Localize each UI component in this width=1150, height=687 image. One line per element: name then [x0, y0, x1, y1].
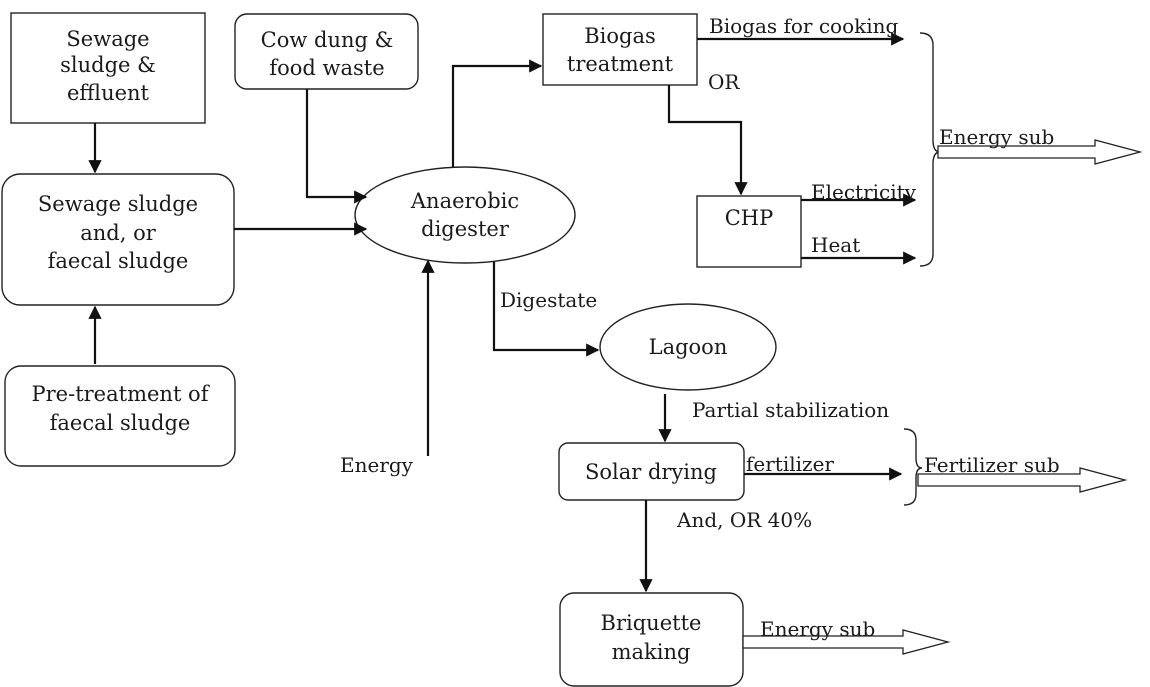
- arrow-digester-to-lagoon: [492, 262, 600, 357]
- briquette-line1: Briquette: [601, 611, 702, 635]
- energy-sub-bottom-label: Energy sub: [760, 617, 875, 641]
- energy-sub-top-label: Energy sub: [939, 125, 1054, 149]
- cow-dung-line2: food waste: [269, 56, 384, 80]
- sewage-sludge-effluent-box: Sewage sludge & effluent: [10, 12, 206, 124]
- pretreatment-line1: Pre-treatment of: [32, 382, 211, 406]
- lagoon-ellipse: Lagoon: [599, 303, 777, 391]
- energy-sub-output-arrow-bottom: [742, 629, 951, 655]
- arrow-biogas-treatment-to-chp: [667, 85, 748, 196]
- biogas-treatment-box: Biogas treatment: [542, 13, 698, 86]
- sewage-sludge-effluent-line2: sludge &: [60, 53, 156, 77]
- or-label: OR: [708, 70, 740, 94]
- solar-drying-label: Solar drying: [585, 460, 717, 484]
- sewage-faecal-line2: and, or: [80, 221, 156, 245]
- and-or-40-label: And, OR 40%: [676, 508, 812, 532]
- briquette-making-box: Briquette making: [559, 592, 744, 687]
- lagoon-label: Lagoon: [649, 335, 728, 359]
- fertilizer-label: fertilizer: [746, 452, 834, 476]
- chp-label: CHP: [725, 206, 774, 230]
- chp-box: CHP: [696, 195, 802, 268]
- fertilizer-sub-output-arrow: [917, 467, 1128, 493]
- anaerobic-line1: Anaerobic: [410, 189, 519, 213]
- arrow-digester-to-biogas-treatment: [451, 59, 543, 167]
- cow-dung-food-waste-box: Cow dung & food waste: [234, 13, 419, 90]
- energy-input-label: Energy: [340, 453, 414, 477]
- biogas-treatment-line1: Biogas: [584, 24, 656, 48]
- solar-drying-box: Solar drying: [558, 442, 745, 501]
- fertilizer-sub-label: Fertilizer sub: [924, 453, 1060, 477]
- biogas-treatment-line2: treatment: [567, 52, 674, 76]
- biogas-for-cooking-label: Biogas for cooking: [709, 14, 899, 38]
- sewage-sludge-effluent-line1: Sewage: [66, 27, 149, 51]
- cow-dung-line1: Cow dung &: [261, 28, 394, 52]
- sewage-faecal-line3: faecal sludge: [48, 249, 189, 273]
- pretreatment-faecal-sludge-box: Pre-treatment of faecal sludge: [4, 365, 236, 467]
- sewage-faecal-line1: Sewage sludge: [38, 192, 198, 216]
- fertilizer-brace: [903, 428, 923, 506]
- anaerobic-line2: digester: [421, 217, 510, 241]
- heat-label: Heat: [811, 233, 860, 257]
- digestate-label: Digestate: [500, 288, 597, 312]
- sewage-faecal-sludge-box: Sewage sludge and, or faecal sludge: [1, 173, 235, 306]
- arrow-cowdung-to-digester: [305, 89, 368, 204]
- electricity-label: Electricity: [811, 180, 917, 204]
- energy-sub-output-arrow-top: [937, 139, 1143, 165]
- sewage-sludge-effluent-line3: effluent: [67, 81, 150, 105]
- partial-stabilization-label: Partial stabilization: [692, 398, 889, 422]
- briquette-line2: making: [612, 640, 691, 664]
- pretreatment-line2: faecal sludge: [50, 411, 191, 435]
- anaerobic-digester-ellipse: Anaerobic digester: [354, 166, 576, 264]
- energy-brace: [919, 32, 941, 267]
